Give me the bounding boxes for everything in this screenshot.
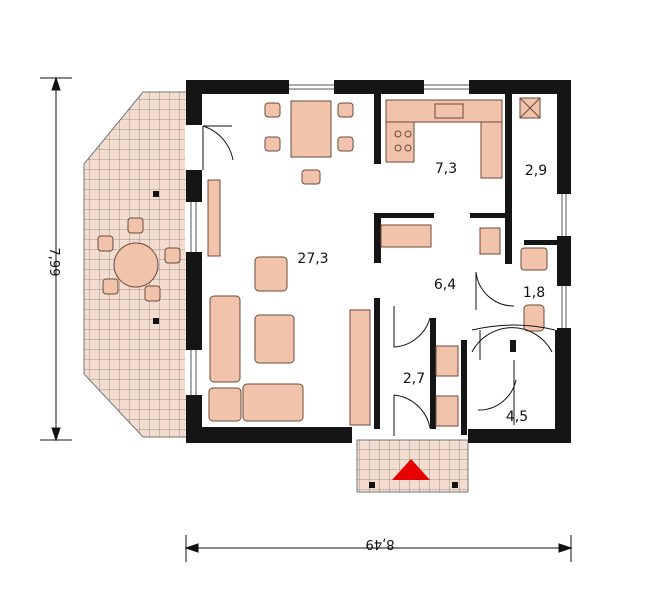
room-label-pantry: 2,9 <box>525 163 547 179</box>
interior-walls <box>374 94 557 435</box>
width-label: 8,49 <box>366 536 395 551</box>
windows <box>185 79 572 395</box>
room-label-stairs: 4,5 <box>506 409 528 425</box>
room-label-entry: 2,7 <box>403 371 425 387</box>
room-label-wc: 1,8 <box>523 285 545 301</box>
kitchen-counter <box>385 99 503 179</box>
living-furniture <box>207 179 501 427</box>
dining-set <box>264 100 354 185</box>
terrace-furniture <box>97 217 181 302</box>
depth-dimension <box>40 76 72 442</box>
doors <box>202 125 515 436</box>
width-dimension <box>184 535 573 562</box>
staircase <box>471 324 556 425</box>
room-label-kitchen: 7,3 <box>435 161 457 177</box>
room-label-living: 27,3 <box>297 251 328 267</box>
pantry-box <box>519 97 541 119</box>
depth-label: 7,99 <box>46 248 61 277</box>
step-posts <box>153 191 458 488</box>
wc-fixtures <box>520 247 548 332</box>
entry-arrow-icon <box>392 459 430 480</box>
room-label-hall: 6,4 <box>434 277 456 293</box>
